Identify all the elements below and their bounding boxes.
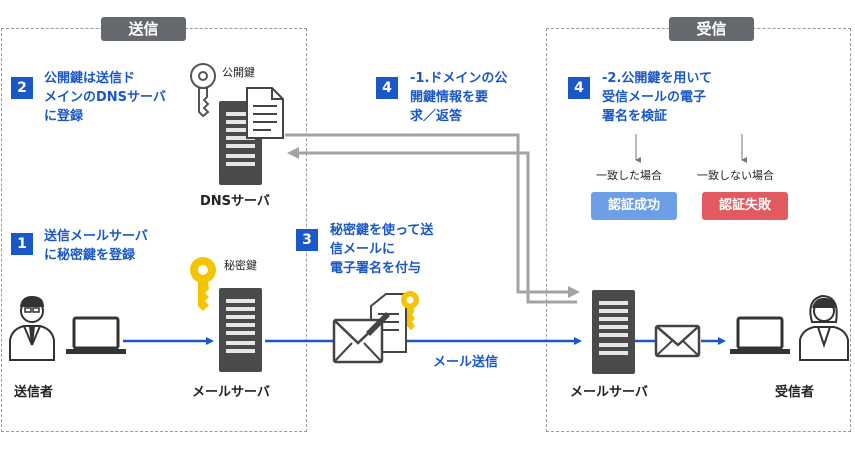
signing-key-icon: [401, 291, 419, 330]
step-4-1-badge: 4: [376, 77, 398, 99]
mail-send-label: メール送信: [433, 355, 499, 370]
step-2-badge: 2: [11, 77, 33, 99]
step-1-badge: 1: [11, 233, 33, 255]
auth-fail-badge: 認証失敗: [702, 192, 788, 220]
dns-query-arrows: [285, 133, 580, 304]
step-4-1-text: -1.ドメインの公 開鍵情報を要 求／返答: [410, 71, 508, 124]
dns-request-arrow: [287, 147, 577, 304]
receiver-mail-server-label: メールサーバ: [570, 385, 648, 400]
public-key-icon: [190, 63, 216, 118]
receiver-zone-title: 受信: [669, 17, 754, 41]
private-key-icon: [190, 257, 216, 311]
document-icon: [246, 87, 284, 139]
step-1-text: 送信メールサーバ に秘密鍵を登録: [44, 229, 148, 263]
sender-mail-server-label: メールサーバ: [192, 385, 270, 400]
nomatch-label: 一致しない場合: [697, 169, 774, 182]
sender-label: 送信者: [14, 385, 54, 400]
dns-response-arrow: [285, 133, 580, 298]
step-3-badge: 3: [296, 229, 318, 251]
dns-server-label: DNSサーバ: [200, 194, 270, 209]
auth-success-badge: 認証成功: [591, 192, 677, 220]
sender-person-icon: [9, 295, 55, 361]
sender-laptop-icon: [66, 316, 126, 354]
step-3-text: 秘密鍵を使って送 信メールに 電子署名を付与: [330, 223, 434, 276]
private-key-label: 秘密鍵: [224, 259, 257, 272]
sender-mail-server-icon: [219, 288, 262, 372]
step-4-2-badge: 4: [568, 77, 590, 99]
receiver-person-icon: [799, 294, 849, 361]
step-4-2-text: -2.公開鍵を用いて 受信メールの電子 署名を検証: [602, 71, 712, 124]
receiver-label: 受信者: [775, 385, 815, 400]
received-email-icon: [654, 324, 701, 358]
receiver-mail-server-icon: [592, 290, 635, 374]
signed-email-icon: [332, 293, 407, 364]
step-2-text: 公開鍵は送信ド メインのDNSサーバ に登録: [44, 71, 166, 124]
receiver-laptop-icon: [730, 316, 790, 354]
sender-zone-title: 送信: [101, 17, 186, 41]
public-key-label: 公開鍵: [222, 66, 255, 79]
match-label: 一致した場合: [596, 169, 662, 182]
